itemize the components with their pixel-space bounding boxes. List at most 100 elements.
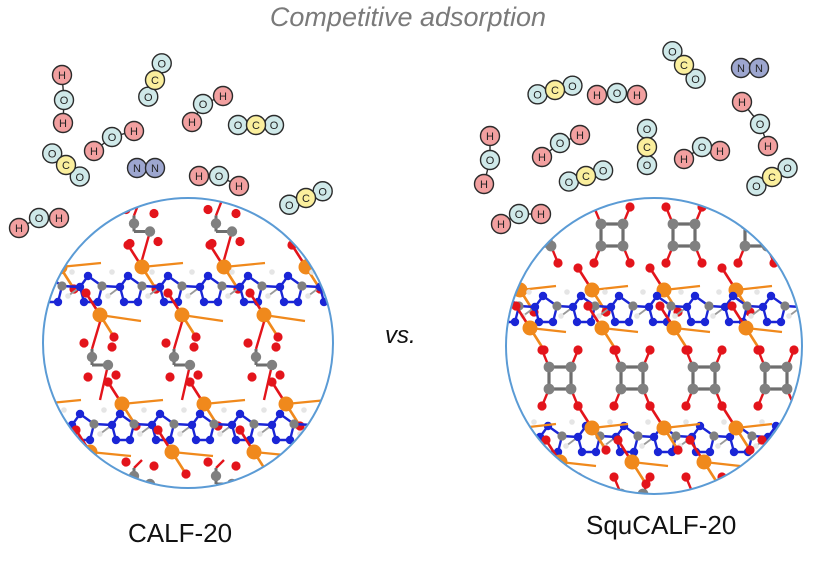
metal-node	[666, 320, 682, 336]
framework-atom	[645, 419, 651, 425]
framework-atom	[781, 447, 791, 457]
svg-text:O: O	[556, 138, 565, 150]
framework-atom	[153, 236, 163, 247]
oxygen-atom: O	[479, 149, 501, 171]
framework-atom	[17, 431, 23, 437]
framework-atom	[271, 435, 281, 445]
framework-atom	[45, 435, 55, 445]
framework-atom	[789, 263, 799, 273]
framework-atom	[577, 447, 587, 457]
framework-atom	[595, 240, 607, 252]
framework-atom	[57, 431, 63, 437]
framework-atom	[71, 489, 80, 498]
framework-atom	[79, 297, 89, 307]
svg-text:H: H	[497, 219, 505, 231]
framework-atom	[235, 236, 245, 247]
framework-atom	[341, 407, 347, 413]
framework-atom	[742, 301, 752, 311]
squcalf20-circle-border	[505, 197, 803, 495]
svg-text:C: C	[252, 120, 260, 132]
water-molecule-icon: HHO	[673, 136, 731, 170]
framework-atom	[329, 419, 333, 429]
framework-atom	[753, 401, 763, 411]
framework-atom	[739, 218, 751, 230]
framework-atom	[589, 258, 599, 268]
framework-atom	[65, 293, 71, 299]
framework-atom	[293, 297, 303, 307]
framework-atom	[672, 313, 678, 319]
oxygen-atom: O	[192, 93, 214, 115]
svg-text:H: H	[195, 171, 203, 183]
framework-atom	[128, 218, 140, 229]
metal-node	[768, 454, 784, 470]
framework-atom	[205, 240, 215, 250]
svg-text:O: O	[108, 132, 117, 144]
oxygen-atom: O	[592, 160, 614, 181]
framework-atom	[753, 443, 759, 449]
framework-atom	[133, 297, 143, 307]
framework-atom	[565, 383, 577, 395]
framework-atom	[644, 302, 654, 312]
svg-text:H: H	[537, 209, 545, 221]
co2-molecule-icon: OOC	[558, 160, 614, 192]
framework-atom	[177, 281, 187, 291]
framework-atom	[785, 479, 795, 489]
framework-atom	[69, 269, 75, 275]
framework-atom	[753, 528, 762, 537]
carbon-atom: C	[55, 154, 77, 176]
framework-atom	[239, 297, 249, 307]
framework-atom	[43, 297, 49, 307]
hydrogen-atom: H	[181, 111, 203, 133]
framework-atom	[683, 419, 689, 425]
co2-molecule-icon: OOC	[527, 75, 583, 105]
svg-text:O: O	[752, 181, 761, 193]
metal-node	[114, 396, 130, 412]
water-molecule-icon: HHO	[531, 124, 591, 168]
framework-atom	[137, 281, 147, 291]
metal-node	[738, 320, 754, 336]
framework-atom	[119, 297, 129, 307]
framework-atom	[637, 383, 649, 395]
framework-atom	[81, 288, 91, 298]
framework-atom	[61, 407, 67, 413]
co2-molecule-icon: OOC	[279, 181, 333, 215]
framework-atom	[123, 240, 133, 250]
framework-atom	[28, 421, 36, 429]
metal-node	[522, 320, 538, 336]
framework-atom	[149, 461, 159, 471]
nitrogen-atom: N	[748, 57, 770, 79]
metal-node	[43, 396, 48, 412]
co2-molecule-icon: OOC	[746, 157, 798, 197]
svg-text:H: H	[716, 146, 724, 158]
calf20-circle-border	[42, 197, 334, 489]
svg-text:O: O	[60, 95, 69, 107]
squcalf20-structure	[506, 198, 802, 537]
framework-atom	[189, 342, 199, 352]
svg-text:C: C	[768, 172, 776, 184]
framework-atom	[572, 317, 582, 327]
carbon-atom: C	[245, 114, 267, 136]
framework-atom	[203, 271, 213, 281]
framework-atom	[313, 208, 323, 219]
framework-atom	[103, 377, 113, 387]
framework-atom	[235, 282, 245, 292]
svg-text:H: H	[58, 70, 66, 82]
carbon-atom: C	[761, 166, 783, 188]
framework-atom	[49, 419, 59, 429]
framework-atom	[758, 302, 768, 312]
framework-atom	[667, 240, 679, 252]
framework-atom	[62, 226, 74, 237]
framework-atom	[615, 447, 625, 457]
framework-atom	[767, 447, 777, 457]
framework-atom	[649, 432, 659, 442]
framework-atom	[781, 383, 793, 395]
carbon-atom: C	[636, 136, 658, 158]
framework-atom	[728, 291, 738, 301]
framework-atom	[537, 528, 546, 537]
framework-atom	[628, 301, 638, 311]
framework-atom	[525, 443, 531, 449]
framework-atom	[655, 301, 665, 311]
framework-atom	[57, 281, 67, 291]
